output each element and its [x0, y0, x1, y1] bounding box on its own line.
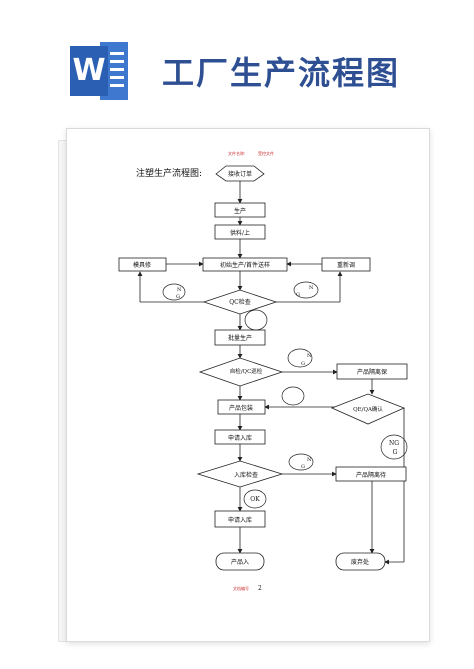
word-document-icon: W [70, 42, 128, 100]
page-title: 工厂生产流程图 [162, 54, 401, 92]
ng-self-g: G [301, 361, 305, 367]
isolate-box [336, 363, 408, 380]
self-check-diamond [198, 357, 284, 387]
repair-mold-label: 模具修 [133, 261, 151, 269]
ng-storage-n: N [307, 457, 312, 463]
ok-label: OK [250, 496, 260, 503]
pack-box [217, 399, 266, 415]
scrap-node [335, 552, 386, 571]
ng-large-sub: G [393, 449, 398, 456]
self-check-label: 自检/QC巡检 [230, 367, 263, 375]
mass-production-box [214, 329, 266, 346]
qe-qa-diamond [330, 393, 406, 425]
header-banner: W 工厂生产流程图 [0, 0, 474, 110]
isolate-wait-label: 产品隔离待 [356, 471, 386, 479]
word-icon-letter: W [70, 46, 108, 96]
document-heading: 注塑生产流程图: [136, 169, 203, 179]
receive-order-node [215, 165, 265, 182]
mass-production-label: 批量生产 [228, 334, 252, 342]
loop-circle-2 [281, 386, 305, 406]
product-in-label: 产品入 [231, 558, 249, 566]
top-note-2: 受控文件 [258, 151, 274, 156]
pack-label: 产品包装 [229, 404, 253, 412]
ng-self-n: N [307, 353, 312, 359]
production-label: 生产 [234, 207, 246, 215]
apply-storage2-label: 申请入库 [228, 516, 252, 524]
ng-large-label: NG [389, 440, 399, 447]
ng-left-g: G [176, 294, 180, 300]
bottom-note: 文档编号 [233, 586, 249, 591]
ng-right-g: G [296, 292, 300, 298]
trial-label: 初始生产/首件送样 [220, 261, 270, 269]
loop-circle-1 [244, 309, 268, 331]
page-number: 2 [258, 585, 262, 592]
readjust-label: 重新调 [337, 261, 355, 269]
isolate-wait-box [335, 466, 407, 482]
receive-order-label: 接收订单 [228, 170, 252, 178]
ng-right-n: N [309, 285, 314, 291]
scrap-label: 废弃处 [351, 558, 369, 566]
ng-circle-storage [288, 453, 314, 471]
storage-check-label: 入库检查 [234, 471, 258, 479]
top-note-1: 文件名称: [228, 151, 246, 156]
repair-mold-box [118, 257, 167, 272]
production-box [214, 202, 266, 218]
qc-check-diamond [202, 289, 278, 315]
ok-circle [243, 489, 267, 509]
apply-storage-box [214, 429, 266, 445]
feed-box [214, 224, 266, 240]
ng-circle-left [162, 283, 186, 301]
qc-check-label: QC检查 [229, 298, 251, 306]
readjust-box [321, 257, 371, 272]
storage-check-diamond [196, 460, 284, 488]
ng-circle-right [293, 281, 319, 299]
ng-left-n: N [177, 287, 182, 293]
apply-storage-label: 申请入库 [228, 434, 252, 442]
ng-circle-large [380, 434, 408, 460]
feed-label: 供料/上 [230, 229, 250, 237]
ng-circle-self [287, 348, 313, 368]
trial-box [202, 257, 288, 272]
product-in-node [215, 552, 265, 571]
ng-storage-g: G [301, 464, 305, 470]
isolate-label: 产品隔离保 [357, 368, 387, 376]
qe-qa-label: QE/QA确认 [353, 405, 383, 413]
apply-storage2-box [214, 510, 266, 528]
